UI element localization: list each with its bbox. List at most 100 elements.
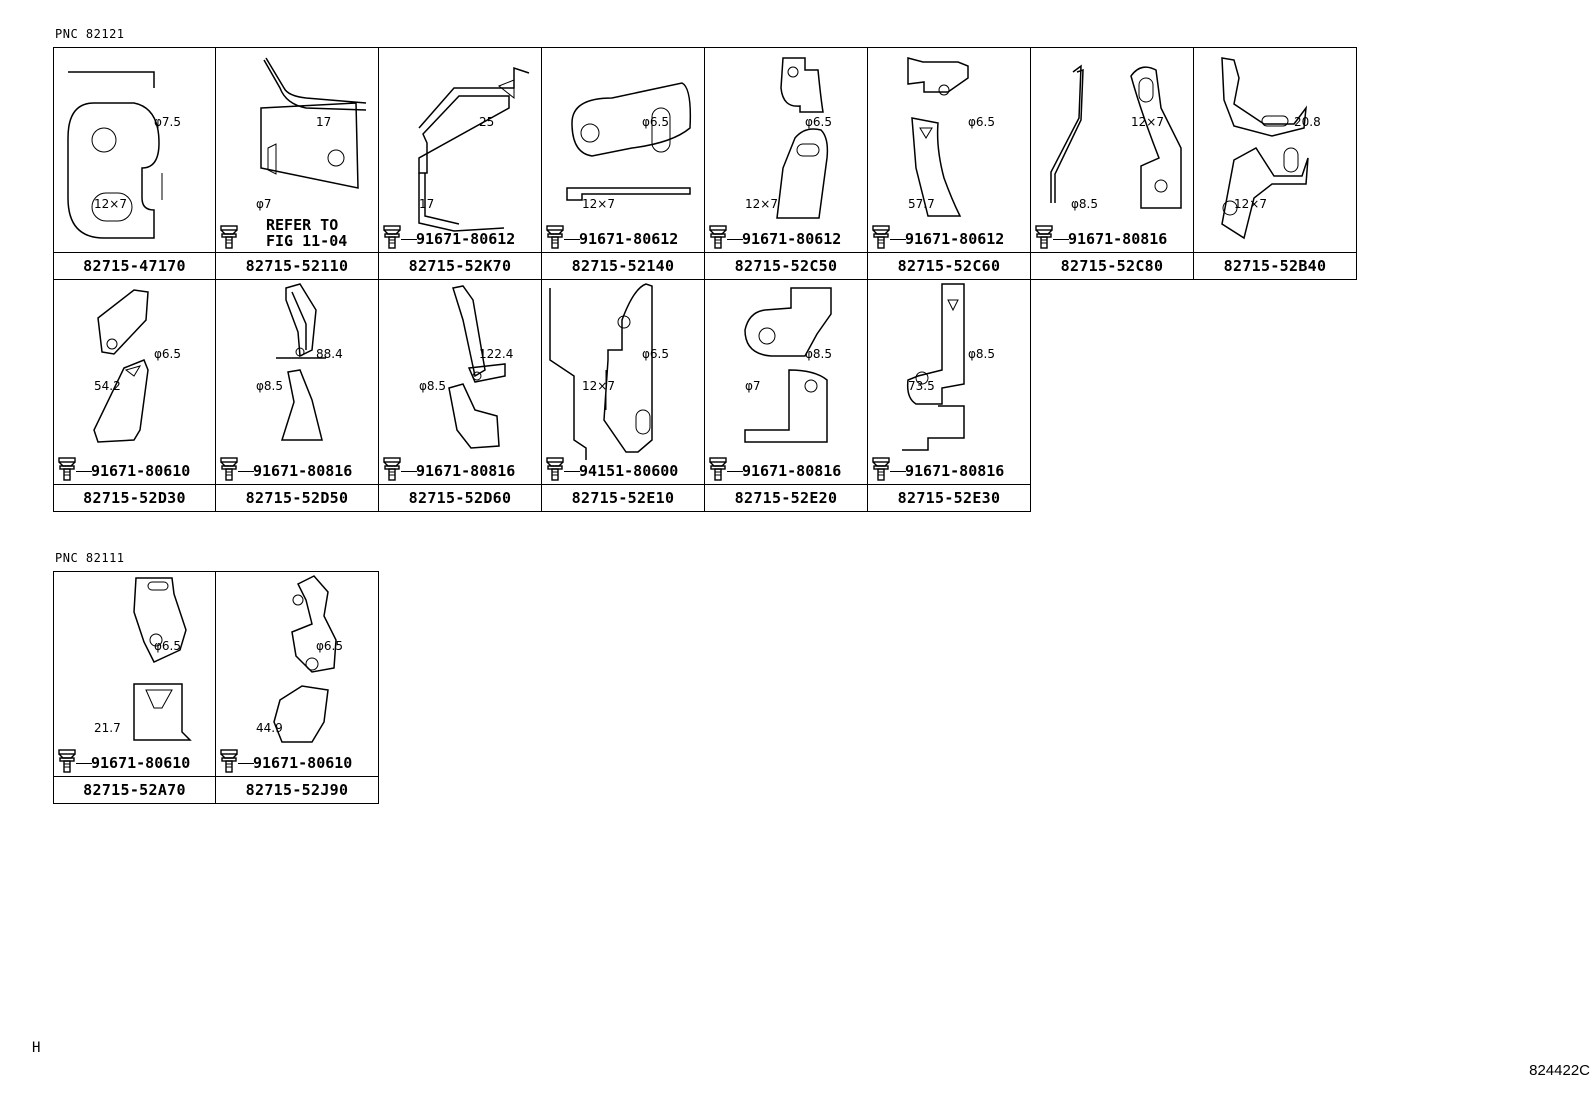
bolt-callout: 91671-80612 <box>545 225 679 249</box>
bolt-part-number[interactable]: 91671-80816 <box>905 462 1005 480</box>
bolt-part-number[interactable]: 91671-80816 <box>253 462 353 480</box>
bolt-icon <box>219 225 241 253</box>
dimension-label: 122.4 <box>479 347 513 361</box>
bolt-part-number[interactable]: 91671-80610 <box>91 462 191 480</box>
leader-line <box>76 762 92 764</box>
bolt-part-number[interactable]: 91671-80610 <box>91 754 191 772</box>
dimension-label: 21.7 <box>94 721 121 735</box>
dimension-label: 12×7 <box>582 379 615 393</box>
part-number[interactable]: 82715-52E30 <box>868 484 1030 511</box>
dimension-label: 44.9 <box>256 721 283 735</box>
part-number[interactable]: 82715-52C60 <box>868 252 1030 279</box>
bolt-part-number[interactable]: 91671-80816 <box>1068 230 1168 248</box>
part-drawing: φ6.557.7 <box>907 57 995 217</box>
dimension-label: φ8.5 <box>419 379 446 393</box>
bolt-callout: 91671-80612 <box>708 225 842 249</box>
part-number[interactable]: 82715-52K70 <box>379 252 541 279</box>
part-drawing: φ6.512×7 <box>745 57 832 219</box>
bolt-callout: 91671-80816 <box>708 457 842 481</box>
footer-code: H <box>32 1040 41 1056</box>
part-number[interactable]: 82715-52D30 <box>54 484 215 511</box>
part-drawing: 122.4 φ8.5 <box>419 285 513 449</box>
leader-line <box>727 238 743 240</box>
part-number[interactable]: 82715-52D50 <box>216 484 378 511</box>
part-drawing: φ8.5 φ7 <box>744 287 832 443</box>
leader-line <box>564 238 580 240</box>
part-number[interactable]: 82715-52140 <box>542 252 704 279</box>
leader-line <box>238 470 254 472</box>
part-drawing: 20.812×7 <box>1221 57 1321 240</box>
bolt-part-number[interactable]: 91671-80816 <box>416 462 516 480</box>
bolt-icon <box>382 225 404 253</box>
dimension-label: 12×7 <box>1131 115 1164 129</box>
leader-line <box>401 470 417 472</box>
part-drawing: φ6.5 44.9 <box>256 575 343 743</box>
part-cell[interactable]: 12×7 φ8.5 91671-80816 82715-52C80 <box>1031 47 1194 280</box>
leader-line <box>401 238 417 240</box>
bolt-icon <box>708 457 730 485</box>
part-cell[interactable]: φ8.5 73.5 91671-80816 82715-52E30 <box>868 280 1031 512</box>
bolt-callout: 91671-80612 <box>871 225 1005 249</box>
leader-line <box>890 470 906 472</box>
dimension-label: φ6.5 <box>154 639 181 653</box>
part-number[interactable]: 82715-52C50 <box>705 252 867 279</box>
part-cell[interactable]: φ8.5 φ7 91671-80816 82715-52E20 <box>705 280 868 512</box>
bolt-callout: 91671-80610 <box>219 749 353 773</box>
dimension-label: φ8.5 <box>1071 197 1098 211</box>
dimension-label: 25 <box>479 115 494 129</box>
part-number[interactable]: 82715-52D60 <box>379 484 541 511</box>
dimension-label: 20.8 <box>1294 115 1321 129</box>
part-number[interactable]: 82715-52E10 <box>542 484 704 511</box>
refer-note[interactable]: REFER TO FIG 11-04 <box>266 216 348 250</box>
bolt-part-number[interactable]: 91671-80610 <box>253 754 353 772</box>
part-drawing: 12×7 φ8.5 <box>1050 64 1182 211</box>
part-number[interactable]: 82715-52C80 <box>1031 252 1193 279</box>
bolt-callout: 91671-80816 <box>871 457 1005 481</box>
bolt-icon <box>1034 225 1056 253</box>
figure-id: 824422C <box>1529 1062 1590 1079</box>
part-cell[interactable]: φ6.5 44.9 91671-80610 82715-52J90 <box>216 571 379 804</box>
dimension-label: 17 <box>316 115 331 129</box>
dimension-label: φ7 <box>256 197 272 211</box>
leader-line <box>564 470 580 472</box>
bolt-icon <box>708 225 730 253</box>
dimension-label: φ7 <box>745 379 761 393</box>
bolt-part-number[interactable]: 91671-80612 <box>742 230 842 248</box>
part-drawing: 25 17 <box>418 66 530 232</box>
part-cell[interactable]: φ6.5 21.7 91671-80610 82715-52A70 <box>53 571 216 804</box>
bolt-part-number[interactable]: 94151-80600 <box>579 462 679 480</box>
part-number[interactable]: 82715-52J90 <box>216 776 378 803</box>
dimension-label: φ8.5 <box>805 347 832 361</box>
bolt-icon <box>219 457 241 485</box>
part-number[interactable]: 82715-52E20 <box>705 484 867 511</box>
bolt-callout: 91671-80816 <box>1034 225 1168 249</box>
dimension-label: φ8.5 <box>968 347 995 361</box>
dimension-label: φ6.5 <box>316 639 343 653</box>
bolt-callout: 91671-80816 <box>382 457 516 481</box>
part-number[interactable]: 82715-47170 <box>54 252 215 279</box>
bolt-part-number[interactable]: 91671-80612 <box>905 230 1005 248</box>
part-number[interactable]: 82715-52A70 <box>54 776 215 803</box>
bolt-icon <box>545 457 567 485</box>
dimension-label: φ6.5 <box>968 115 995 129</box>
part-number[interactable]: 82715-52B40 <box>1194 252 1356 279</box>
dimension-label: 73.5 <box>908 379 935 393</box>
dimension-label: φ8.5 <box>256 379 283 393</box>
part-number[interactable]: 82715-52110 <box>216 252 378 279</box>
part-cell[interactable]: 25 17 91671-80612 82715-52K70 <box>379 47 542 280</box>
bolt-part-number[interactable]: 91671-80816 <box>742 462 842 480</box>
part-cell[interactable]: 122.4 φ8.5 91671-80816 82715-52D60 <box>379 280 542 512</box>
bolt-part-number[interactable]: 91671-80612 <box>416 230 516 248</box>
dimension-label: 17 <box>419 197 434 211</box>
bolt-part-number[interactable]: 91671-80612 <box>579 230 679 248</box>
